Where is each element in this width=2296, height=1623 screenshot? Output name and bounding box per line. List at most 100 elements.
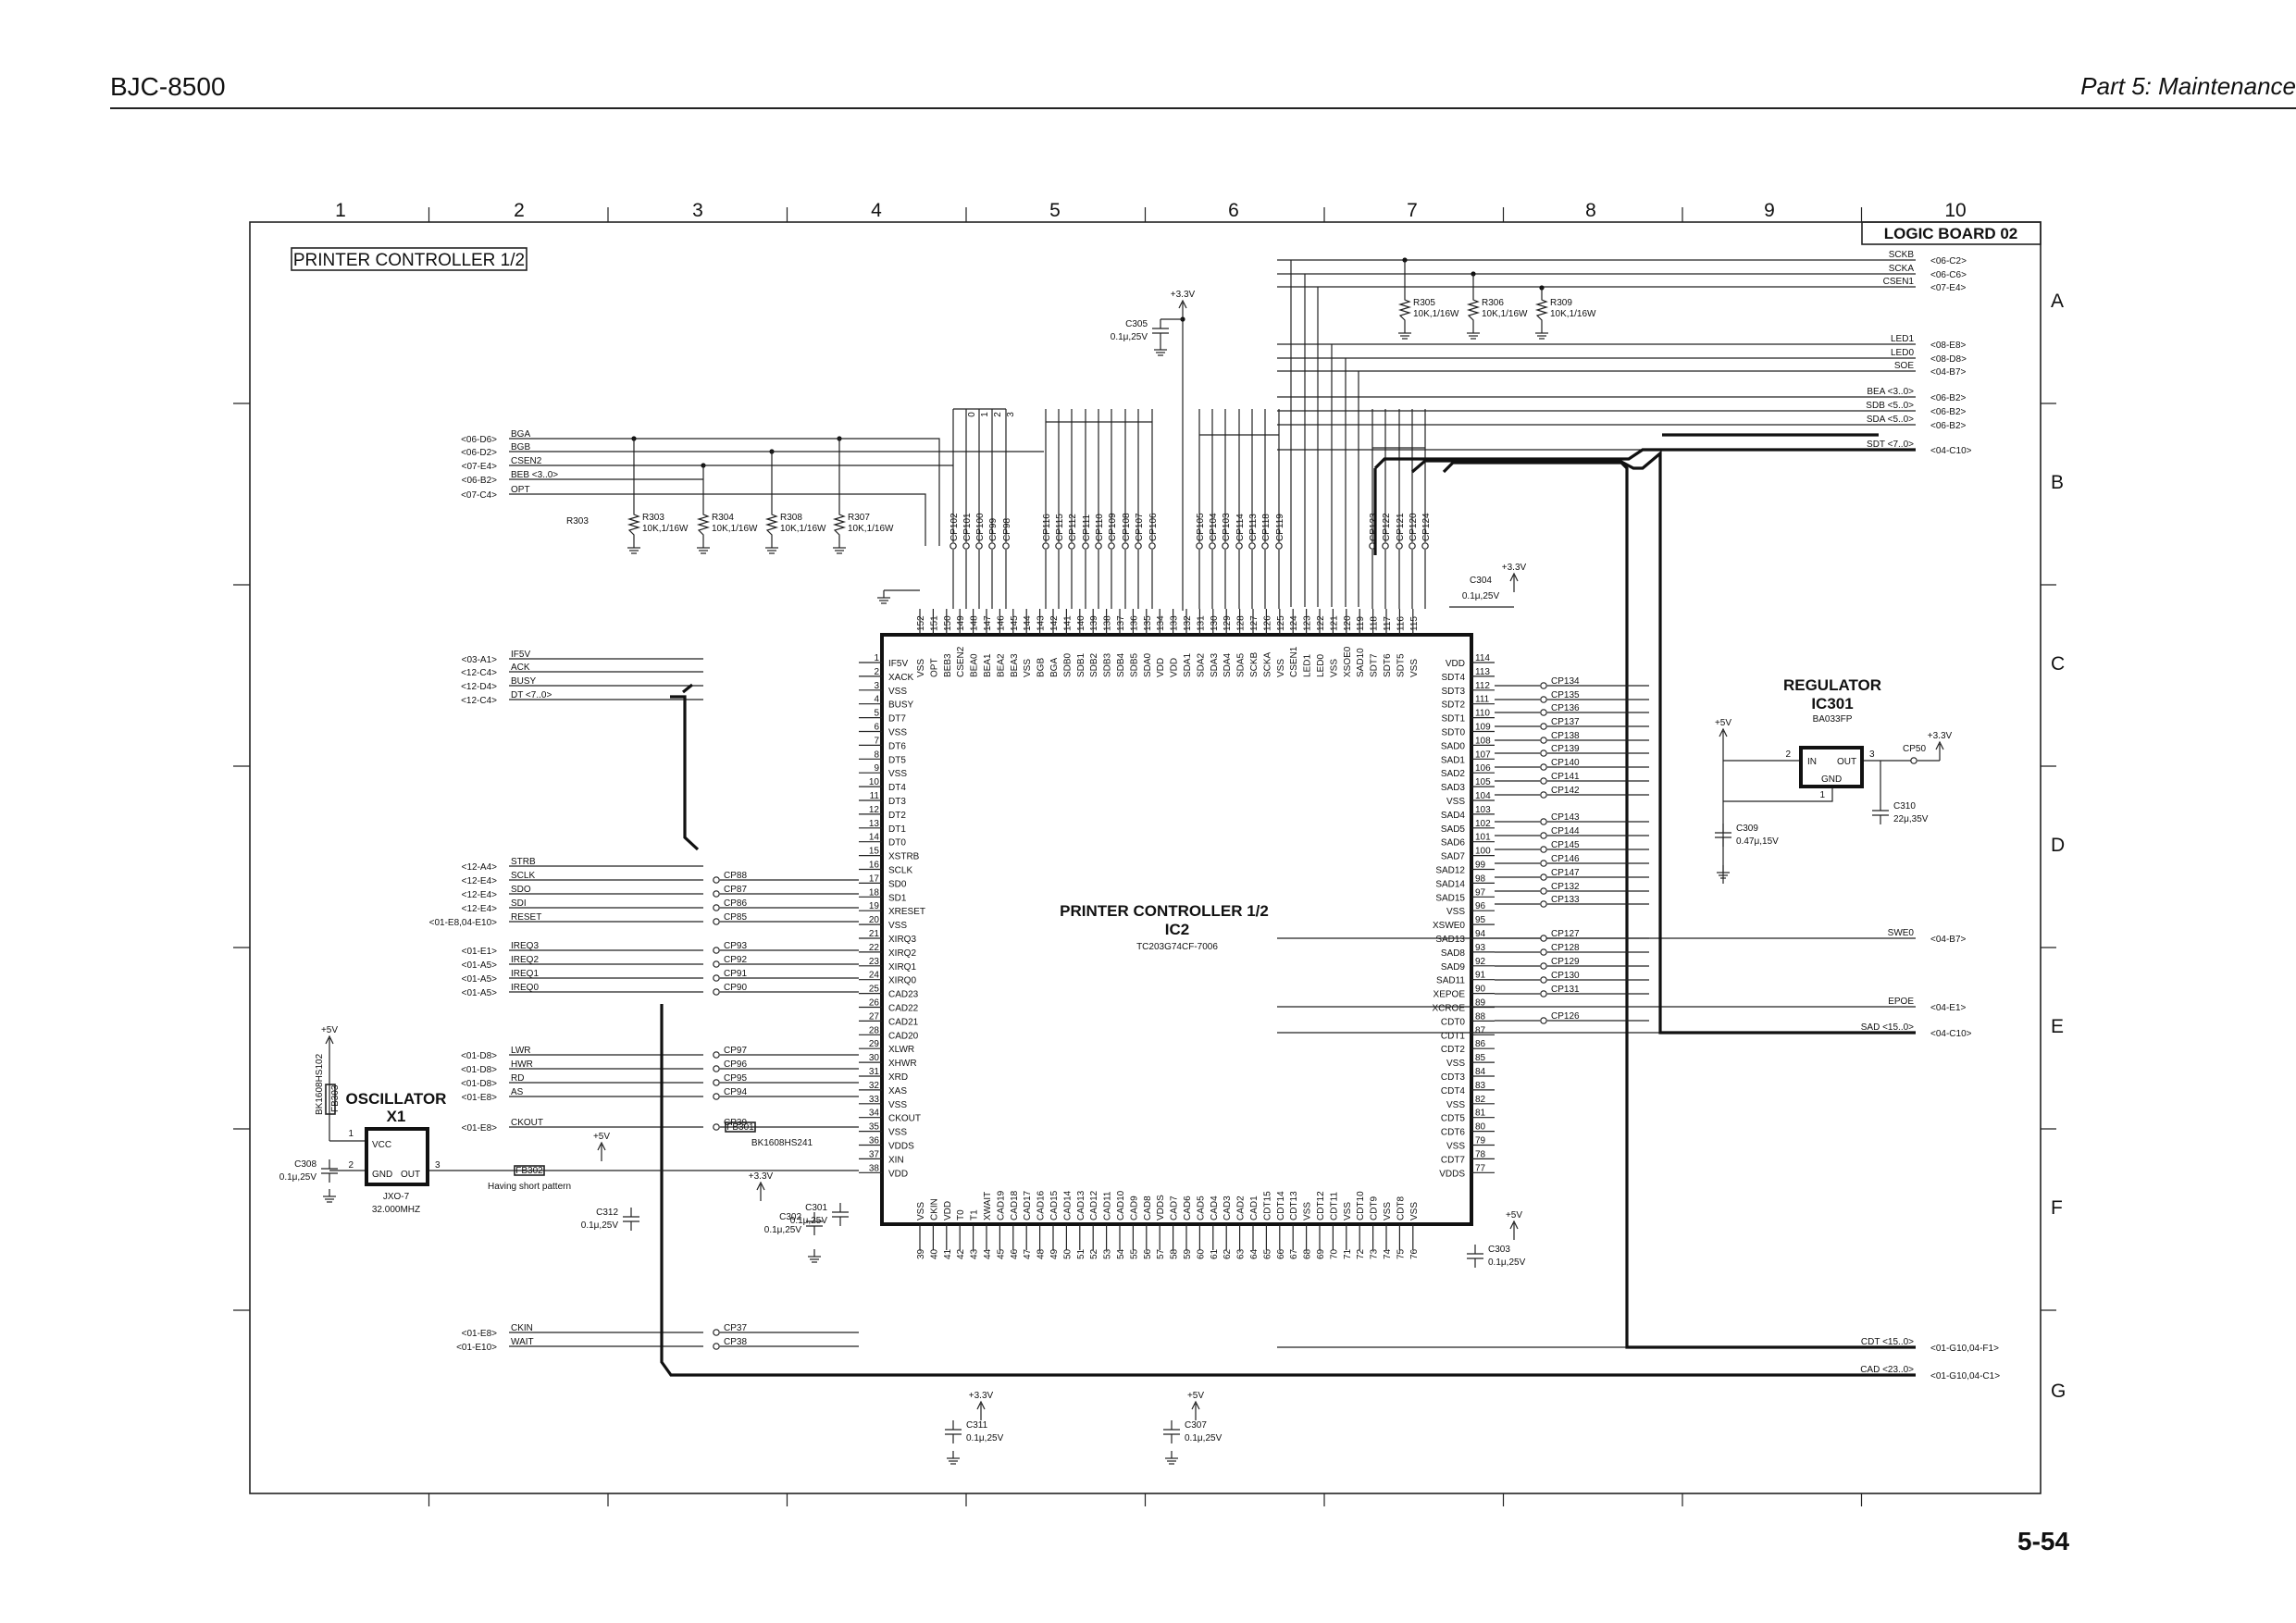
test-point-label: CP95 <box>724 1073 747 1084</box>
ic-pin-number: 52 <box>1089 1248 1099 1259</box>
test-point-label: CP112 <box>1068 514 1078 541</box>
ic-pin-name: XIRQ3 <box>888 935 916 945</box>
osc-pin-number: 1 <box>348 1129 354 1139</box>
ic-pin-number: 6 <box>874 723 879 733</box>
ferrite-ref: FB301 <box>726 1122 754 1133</box>
resistor-value: 10K,1/16W <box>780 524 826 534</box>
ic-pin-number: 131 <box>1196 615 1206 631</box>
ic-pin-name: CAD7 <box>1170 1196 1180 1220</box>
signal-reference: <06-C6> <box>1930 270 1967 280</box>
signal-reference: <03-A1> <box>462 655 498 665</box>
bus-bit: 0 <box>967 412 977 417</box>
test-point <box>713 1079 720 1086</box>
ic-pin-number: 103 <box>1475 805 1491 815</box>
ic-pin-number: 139 <box>1089 615 1099 631</box>
signal-reference: <04-B7> <box>1930 367 1967 378</box>
signal-reference: <06-B2> <box>1930 393 1967 403</box>
ic-pin-name: CDT1 <box>1441 1031 1466 1041</box>
grid-row-label: C <box>2051 653 2065 675</box>
ic-pin-number: 40 <box>929 1248 939 1259</box>
signal-name: SDB <5..0> <box>1866 401 1914 411</box>
ic-pin-name: XIRQ1 <box>888 962 916 973</box>
dt-bus <box>670 683 700 851</box>
ic-pin-number: 82 <box>1475 1095 1486 1105</box>
ic-pin-name: SDB5 <box>1129 652 1139 677</box>
ic-pin-number: 112 <box>1475 681 1490 691</box>
ic-pin-number: 140 <box>1076 615 1086 631</box>
ic-pin-name: XRD <box>888 1072 908 1083</box>
ic-pin-number: 142 <box>1049 615 1060 631</box>
signal-name: AS <box>511 1087 524 1097</box>
signal-reference: <01-A5> <box>462 988 498 998</box>
ic-pin-name: CAD13 <box>1076 1190 1086 1220</box>
ic-pin-name: VSS <box>888 1100 907 1110</box>
ic-pin-number: 26 <box>869 998 880 1009</box>
test-point <box>975 542 983 550</box>
ic-pin-name: SDT1 <box>1441 714 1465 725</box>
test-point-label: CP97 <box>724 1046 747 1056</box>
ic-pin-name: VSS <box>888 728 907 738</box>
test-point <box>1082 542 1089 550</box>
resistor <box>696 509 711 540</box>
ic-pin-name: SDB1 <box>1076 652 1086 677</box>
test-point-label: CP110 <box>1095 514 1105 541</box>
test-point <box>1135 542 1142 550</box>
test-point-label: CP90 <box>724 983 747 993</box>
test-point <box>1540 832 1547 839</box>
capacitor-ref: C303 <box>1488 1245 1510 1255</box>
test-point <box>949 542 957 550</box>
test-point-label: CP37 <box>724 1323 747 1333</box>
test-point <box>1540 750 1547 757</box>
grid-column-label: 9 <box>1764 200 1775 221</box>
resistor-value: 10K,1/16W <box>1413 309 1459 319</box>
signal-reference: <01-D8> <box>461 1051 497 1061</box>
ic-pin-number: 5 <box>874 709 879 719</box>
ic-pin-name: VSS <box>888 769 907 779</box>
ferrite-ref: FB303 <box>330 1084 341 1112</box>
test-point <box>1108 542 1115 550</box>
test-point <box>713 974 720 982</box>
ic-pin-number: 129 <box>1222 615 1233 631</box>
ic-pin-name: VDDS <box>1439 1169 1465 1179</box>
test-point <box>1540 990 1547 997</box>
ic-pin-number: 76 <box>1409 1248 1420 1259</box>
ic-pin-name: DT0 <box>888 838 906 849</box>
ic-pin-name: CDT2 <box>1441 1045 1466 1055</box>
ic-pin-name: SDB4 <box>1116 652 1126 677</box>
ic-pin-name: VSS <box>1446 797 1465 807</box>
signal-name: SCLK <box>511 871 535 881</box>
grid-column-label: 3 <box>692 200 703 221</box>
sheet-title-box <box>291 247 527 271</box>
test-point-label: CP101 <box>962 513 973 541</box>
ic-pin-number: 29 <box>869 1039 880 1049</box>
ic-pin-number: 69 <box>1316 1248 1326 1259</box>
signal-name: RESET <box>511 912 541 923</box>
ic-pin-number: 102 <box>1475 819 1491 829</box>
test-point <box>1042 542 1049 550</box>
test-point <box>1540 696 1547 703</box>
signal-reference: <01-E8,04-E10> <box>429 918 498 928</box>
ic-pin-number: 13 <box>869 819 880 829</box>
signal-reference: <07-E4> <box>1930 283 1967 293</box>
resistor <box>1534 294 1549 326</box>
test-point <box>1910 757 1917 764</box>
capacitor-ref: C305 <box>1125 319 1148 329</box>
capacitor-ref: C304 <box>1470 576 1492 586</box>
capacitor-value: 0.1μ,25V <box>790 1216 828 1226</box>
test-point <box>1261 542 1269 550</box>
test-point <box>713 1343 720 1350</box>
ic-pin-number: 94 <box>1475 929 1486 939</box>
ic-pin-number: 111 <box>1475 695 1490 705</box>
test-point <box>1540 763 1547 771</box>
ic-pin-name: SAD13 <box>1435 935 1465 945</box>
ic-pin-number: 75 <box>1396 1248 1406 1259</box>
signal-reference: <12-E4> <box>462 876 498 886</box>
ic-pin-number: 41 <box>943 1248 953 1259</box>
ic-pin-name: XLWR <box>888 1045 914 1055</box>
signal-reference: <08-D8> <box>1930 354 1967 365</box>
ic-pin-number: 127 <box>1249 615 1260 631</box>
test-point <box>1540 777 1547 785</box>
test-point-label: CP116 <box>1042 514 1052 541</box>
resistor <box>627 509 641 540</box>
ic-pin-name: CAD6 <box>1183 1196 1193 1220</box>
